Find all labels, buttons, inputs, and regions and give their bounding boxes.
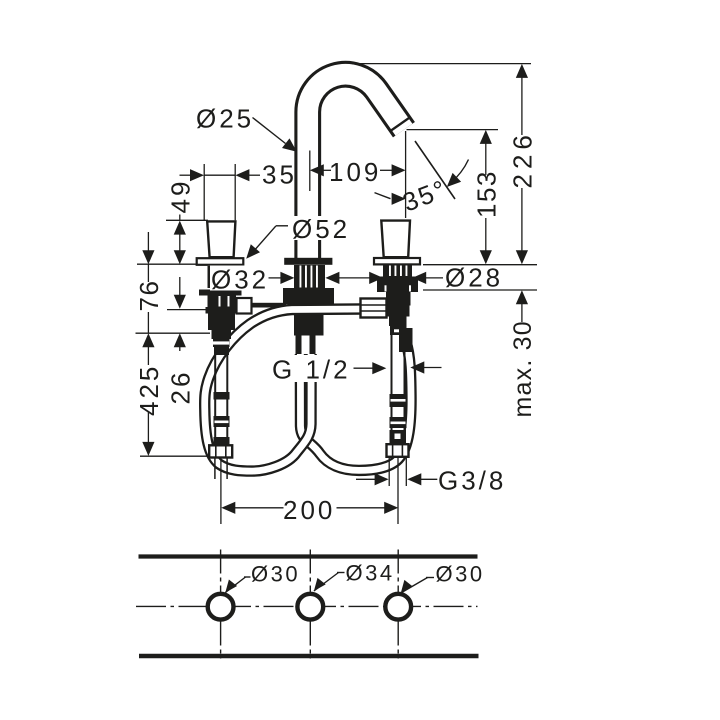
svg-text:26: 26 [165, 370, 195, 405]
svg-text:G 1/2: G 1/2 [272, 355, 351, 385]
svg-text:Ø52: Ø52 [292, 214, 350, 244]
svg-text:G3/8: G3/8 [438, 466, 506, 496]
svg-text:Ø28: Ø28 [445, 263, 503, 293]
svg-text:49: 49 [165, 179, 195, 214]
svg-text:Ø30: Ø30 [436, 562, 485, 587]
svg-text:Ø34: Ø34 [346, 561, 395, 586]
svg-text:76: 76 [134, 280, 164, 312]
svg-text:200: 200 [283, 495, 335, 525]
svg-text:Ø30: Ø30 [251, 562, 300, 587]
svg-text:35: 35 [262, 160, 297, 190]
svg-text:425: 425 [134, 364, 164, 416]
svg-text:226: 226 [507, 130, 537, 188]
svg-text:Ø32: Ø32 [211, 265, 269, 295]
svg-text:max. 30: max. 30 [509, 320, 537, 417]
svg-text:109: 109 [329, 157, 381, 187]
svg-text:Ø25: Ø25 [196, 104, 254, 134]
svg-text:153: 153 [471, 170, 501, 218]
